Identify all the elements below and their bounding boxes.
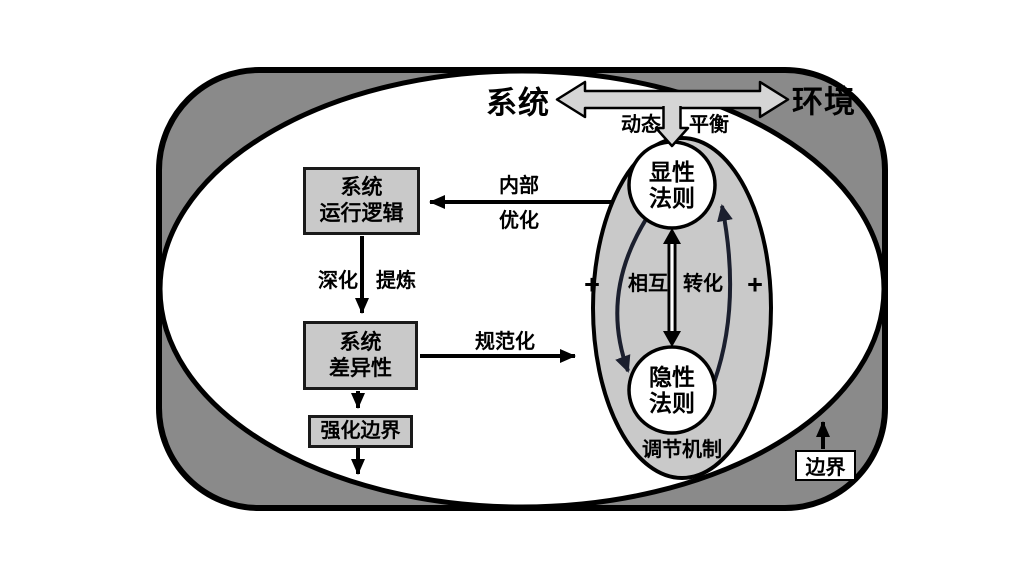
dynamic-balance-stem-arrow bbox=[654, 106, 690, 148]
dynamic-label: 动态 bbox=[621, 114, 661, 136]
mutual-label: 相互 bbox=[628, 273, 668, 295]
plus-right-label: + bbox=[747, 269, 763, 300]
boundary-box: 边界 bbox=[795, 450, 856, 481]
optimization-label: 优化 bbox=[499, 210, 539, 232]
differentiation-line2: 差异性 bbox=[329, 356, 392, 380]
implicit-rule-label: 隐性 法则 bbox=[649, 364, 695, 416]
environment-title: 环境 bbox=[792, 84, 856, 120]
transformation-label: 转化 bbox=[683, 273, 723, 295]
normalization-label: 规范化 bbox=[475, 331, 535, 353]
system-environment-arrow bbox=[555, 80, 790, 119]
deepen-label: 深化 bbox=[318, 270, 358, 292]
plus-left-label: + bbox=[584, 269, 600, 300]
curve-arrow-left-down bbox=[615, 208, 654, 373]
differentiation-box: 系统 差异性 bbox=[303, 321, 418, 390]
balance-label: 平衡 bbox=[689, 114, 729, 136]
differentiation-line1: 系统 bbox=[339, 330, 382, 354]
internal-label: 内部 bbox=[499, 175, 539, 197]
mutual-transformation-arrow bbox=[663, 228, 681, 347]
system-title: 系统 bbox=[486, 85, 550, 121]
operating-logic-line2: 运行逻辑 bbox=[319, 202, 404, 225]
refine-label: 提炼 bbox=[376, 270, 416, 292]
system-ellipse bbox=[157, 68, 887, 510]
operating-logic-line1: 系统 bbox=[340, 176, 383, 200]
explicit-rule-label: 显性 法则 bbox=[649, 159, 695, 211]
regulation-mechanism-label: 调节机制 bbox=[642, 439, 722, 461]
operating-logic-box: 系统 运行逻辑 bbox=[303, 167, 420, 235]
reinforce-boundary-box: 强化边界 bbox=[308, 415, 413, 448]
